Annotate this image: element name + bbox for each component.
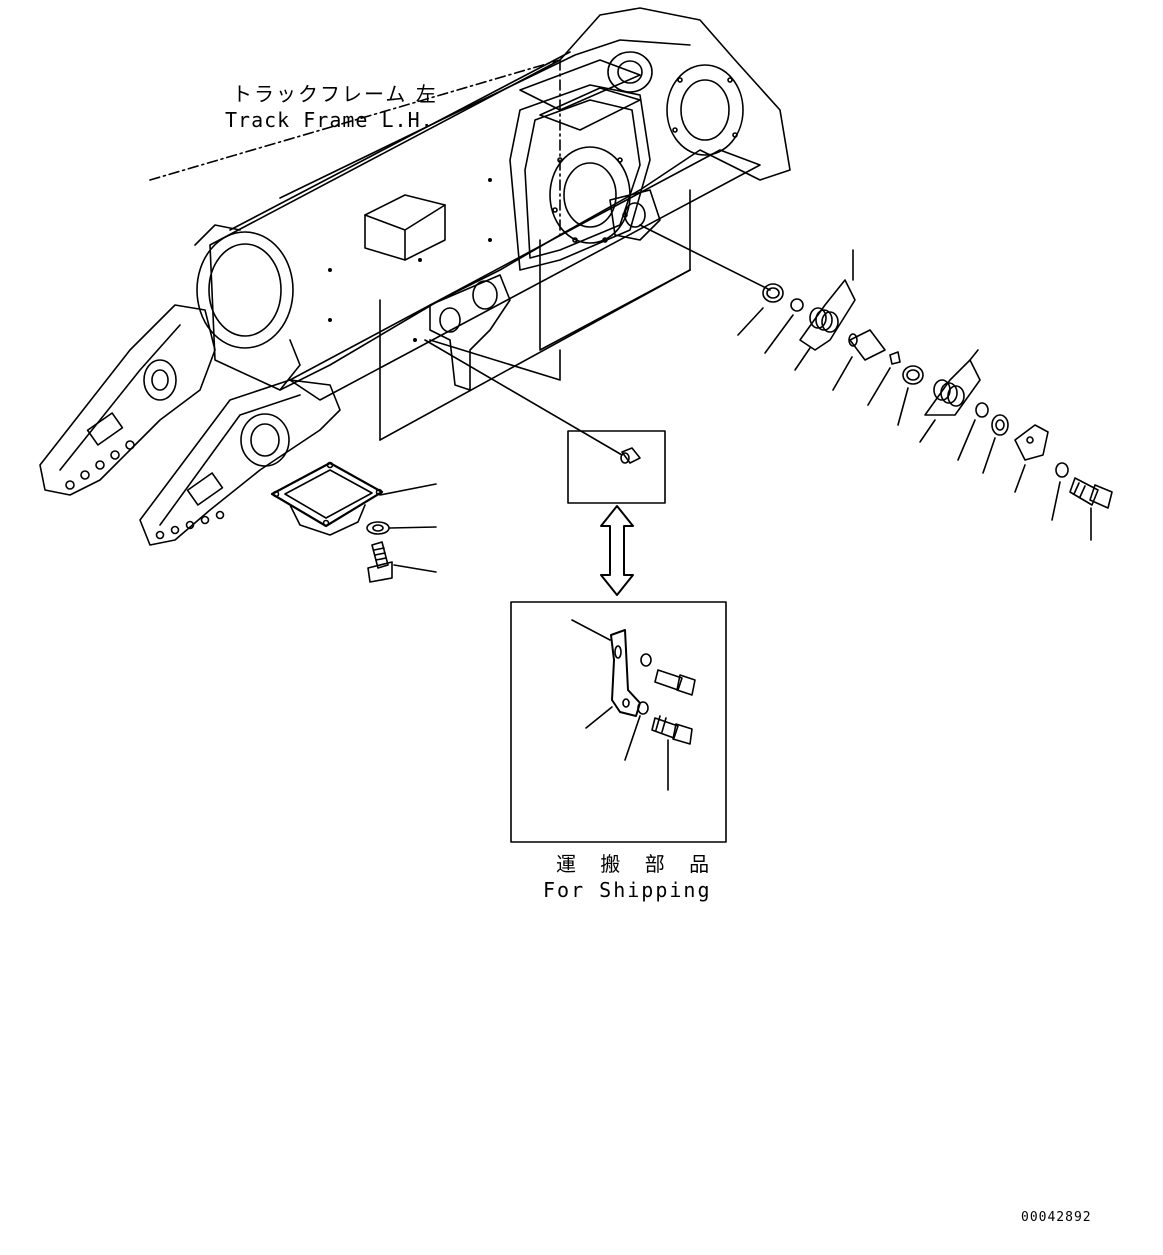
seal-ring	[763, 284, 783, 302]
shipping-bolt-2	[652, 716, 692, 744]
cover-washer	[367, 522, 389, 534]
boss-bolt-holes	[553, 78, 737, 242]
cover-plate-assembly	[272, 463, 436, 583]
cover-bolt	[368, 542, 392, 582]
plug	[890, 352, 900, 364]
shipping-bracket	[611, 630, 640, 716]
shipping-label-en: For Shipping	[543, 878, 712, 902]
o-ring-2	[976, 403, 988, 417]
detail-box	[568, 431, 665, 503]
washer	[1056, 463, 1068, 477]
detail-callout	[425, 340, 665, 503]
shipping-bolt-1	[655, 670, 695, 695]
track-frame-label-en: Track Frame L.H.	[225, 108, 434, 132]
drawing-number: 00042892	[1021, 1210, 1092, 1225]
idler-yoke-arms	[40, 305, 340, 545]
shipping-label-jp: 運 搬 部 品	[556, 852, 719, 876]
end-bolt	[1070, 478, 1112, 508]
track-frame-body	[150, 8, 790, 440]
pin-sleeve	[849, 330, 885, 360]
spring-coils-2	[934, 380, 964, 406]
bushing	[903, 366, 923, 384]
pivot-exploded-parts	[640, 225, 1112, 540]
seal-ring-2	[992, 415, 1008, 435]
spring-coils-1	[810, 308, 838, 332]
shipping-parts-box	[511, 602, 726, 842]
track-frame-label-jp: トラックフレーム 左	[232, 82, 438, 106]
o-ring-1	[791, 299, 803, 311]
retainer-plate	[1015, 425, 1048, 460]
double-arrow-icon	[601, 506, 633, 595]
